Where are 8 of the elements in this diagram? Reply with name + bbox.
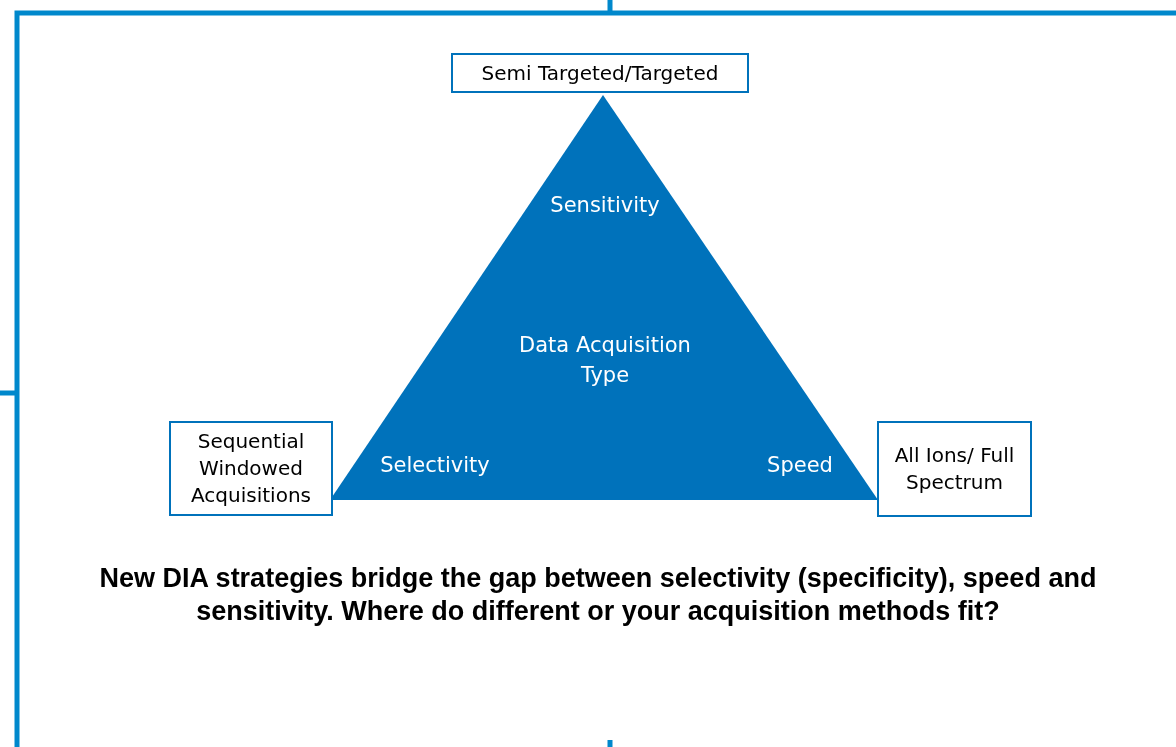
caption-text: New DIA strategies bridge the gap between selectivity (specificity), speed and sensitivity. Where do different or your acquisition methods fit?: [98, 562, 1098, 628]
vertex-label: Speed: [766, 452, 834, 479]
label-box: Semi Targeted/Targeted: [451, 53, 749, 93]
vertex-label: Sensitivity: [549, 192, 661, 219]
label-box: Sequential Windowed Acquisitions: [169, 421, 333, 516]
vertex-label: Selectivity: [379, 452, 491, 479]
center-label: Data Acquisition Type: [518, 332, 692, 389]
label-box: All Ions/ Full Spectrum: [877, 421, 1032, 517]
